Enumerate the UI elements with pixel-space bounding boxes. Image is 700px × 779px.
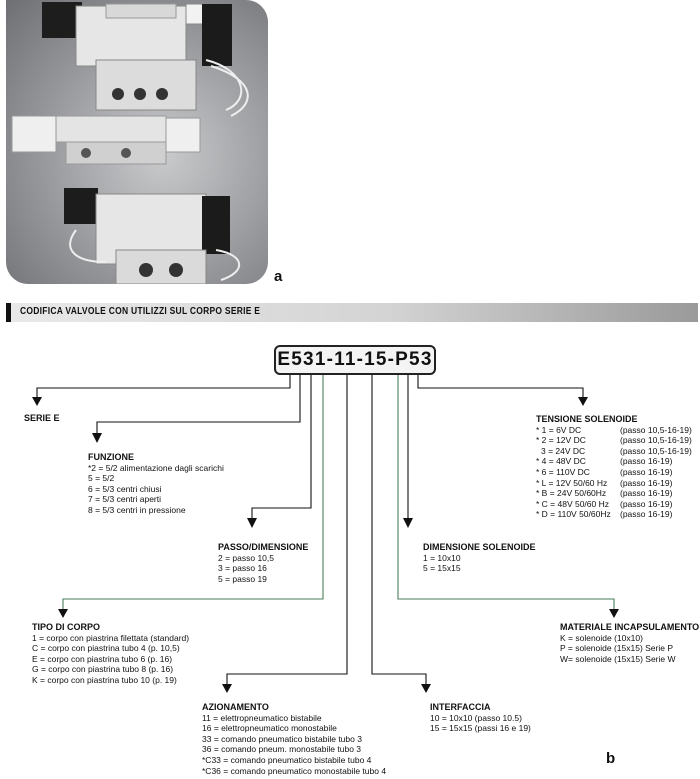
dimensione-solenoide-block: DIMENSIONE SOLENOIDE 1 = 10x10 5 = 15x15	[423, 542, 536, 574]
azionamento-row: 33 = comando pneumatico bistabile tubo 3	[202, 733, 362, 744]
interfaccia-row: 10 = 10x10 (passo 10.5)	[430, 712, 522, 723]
connector-serie	[32, 375, 291, 406]
interfaccia-title: INTERFACCIA	[430, 702, 491, 712]
passo-row: 3 = passo 16	[218, 563, 267, 574]
passo-row: 5 = passo 19	[218, 573, 267, 584]
dimensione-solenoide-row: 1 = 10x10	[423, 552, 461, 563]
tensione-block: TENSIONE SOLENOIDE * 1 = 6V DC(passo 10,…	[536, 414, 692, 520]
tensione-row: 3 = 24V DC(passo 10,5-16-19)	[541, 445, 692, 456]
interfaccia-block: INTERFACCIA 10 = 10x10 (passo 10.5) 15 =…	[430, 702, 531, 734]
funzione-row: 8 = 5/3 centri in pressione	[88, 504, 186, 515]
azionamento-row: *C33 = comando pneumatico bistabile tubo…	[202, 754, 372, 765]
materiale-block: MATERIALE INCAPSULAMENTO K = solenoide (…	[560, 622, 699, 664]
connector-dimensione	[403, 375, 413, 528]
tensione-row: * 4 = 48V DC(passo 16-19)	[536, 456, 673, 467]
tensione-row: * 2 = 12V DC(passo 10,5-16-19)	[536, 435, 692, 446]
azionamento-row: *C36 = comando pneumatico monostabile tu…	[202, 765, 387, 776]
connector-interfaccia	[371, 375, 431, 693]
tipo-corpo-row: C = corpo con piastrina tubo 4 (p. 10,5)	[32, 643, 180, 654]
funzione-block: FUNZIONE *2 = 5/2 alimentazione dagli sc…	[88, 452, 224, 516]
tipo-corpo-title: TIPO DI CORPO	[32, 622, 101, 632]
connector-azionamento	[222, 375, 348, 693]
connector-tensione	[417, 375, 588, 406]
bottom-valve-manifold	[64, 188, 241, 284]
funzione-row: 5 = 5/2	[88, 473, 115, 484]
funzione-row: *2 = 5/2 alimentazione dagli scarichi	[88, 462, 224, 473]
serie-block: SERIE E	[24, 413, 60, 424]
azionamento-title: AZIONAMENTO	[202, 702, 269, 712]
dimensione-solenoide-title: DIMENSIONE SOLENOIDE	[423, 542, 536, 552]
tipo-corpo-row: 1 = corpo con piastrina filettata (stand…	[32, 632, 190, 643]
materiale-row: K = solenoide (10x10)	[560, 632, 643, 643]
interfaccia-row: 15 = 15x15 (passi 16 e 19)	[430, 723, 531, 734]
tensione-row: * 6 = 110V DC(passo 16-19)	[536, 466, 673, 477]
materiale-row: W= solenoide (15x15) Serie W	[560, 653, 676, 664]
tensione-row: * L = 12V 50/60 Hz(passo 16-19)	[536, 477, 673, 488]
section-banner	[6, 303, 698, 322]
tensione-row: * C = 48V 50/60 Hz(passo 16-19)	[536, 498, 673, 509]
tipo-corpo-row: E = corpo con piastrina tubo 6 (p. 16)	[32, 653, 173, 664]
valve-illustration	[11, 2, 249, 284]
funzione-title: FUNZIONE	[88, 452, 134, 462]
valve-code: E531-11-15-P53	[274, 345, 436, 375]
connector-tipo-corpo	[58, 375, 324, 618]
tipo-corpo-row: G = corpo con piastrina tubo 8 (p. 16)	[32, 664, 174, 675]
materiale-title: MATERIALE INCAPSULAMENTO	[560, 622, 700, 632]
azionamento-block: AZIONAMENTO 11 = elettropneumatico bista…	[202, 702, 386, 776]
passo-title: PASSO/DIMENSIONE	[218, 542, 309, 552]
azionamento-row: 36 = comando pneum. monostabile tubo 3	[202, 744, 362, 755]
passo-row: 2 = passo 10,5	[218, 552, 275, 563]
materiale-row: P = solenoide (15x15) Serie P	[560, 643, 674, 654]
banner-title: CODIFICA VALVOLE CON UTILIZZI SUL CORPO …	[20, 306, 261, 317]
banner-tick	[6, 303, 11, 322]
tensione-row: * B = 24V 50/60Hz(passo 16-19)	[536, 488, 673, 499]
connector-passo	[247, 375, 312, 528]
tensione-row: * D = 110V 50/60Hz(passo 16-19)	[536, 509, 673, 520]
middle-valve	[11, 115, 201, 165]
dimensione-solenoide-row: 5 = 15x15	[423, 563, 461, 574]
tensione-row: * 1 = 6V DC(passo 10,5-16-19)	[536, 424, 692, 435]
serie-title: SERIE E	[24, 413, 60, 423]
connector-funzione	[92, 375, 301, 443]
valve-photo	[6, 0, 268, 284]
top-valve-manifold	[42, 2, 249, 117]
figure-label-a: a	[274, 268, 283, 285]
funzione-row: 6 = 5/3 centri chiusi	[88, 483, 162, 494]
figure-label-b: b	[606, 750, 616, 767]
azionamento-row: 16 = elettropneumatico monostabile	[202, 723, 337, 734]
connector-materiale	[397, 375, 619, 618]
tensione-title: TENSIONE SOLENOIDE	[536, 414, 638, 424]
funzione-row: 7 = 5/3 centri aperti	[88, 494, 162, 505]
tipo-corpo-row: K = corpo con piastrina tubo 10 (p. 19)	[32, 674, 177, 685]
passo-block: PASSO/DIMENSIONE 2 = passo 10,5 3 = pass…	[218, 542, 308, 584]
tipo-corpo-block: TIPO DI CORPO 1 = corpo con piastrina fi…	[32, 622, 189, 686]
azionamento-row: 11 = elettropneumatico bistabile	[202, 712, 322, 723]
